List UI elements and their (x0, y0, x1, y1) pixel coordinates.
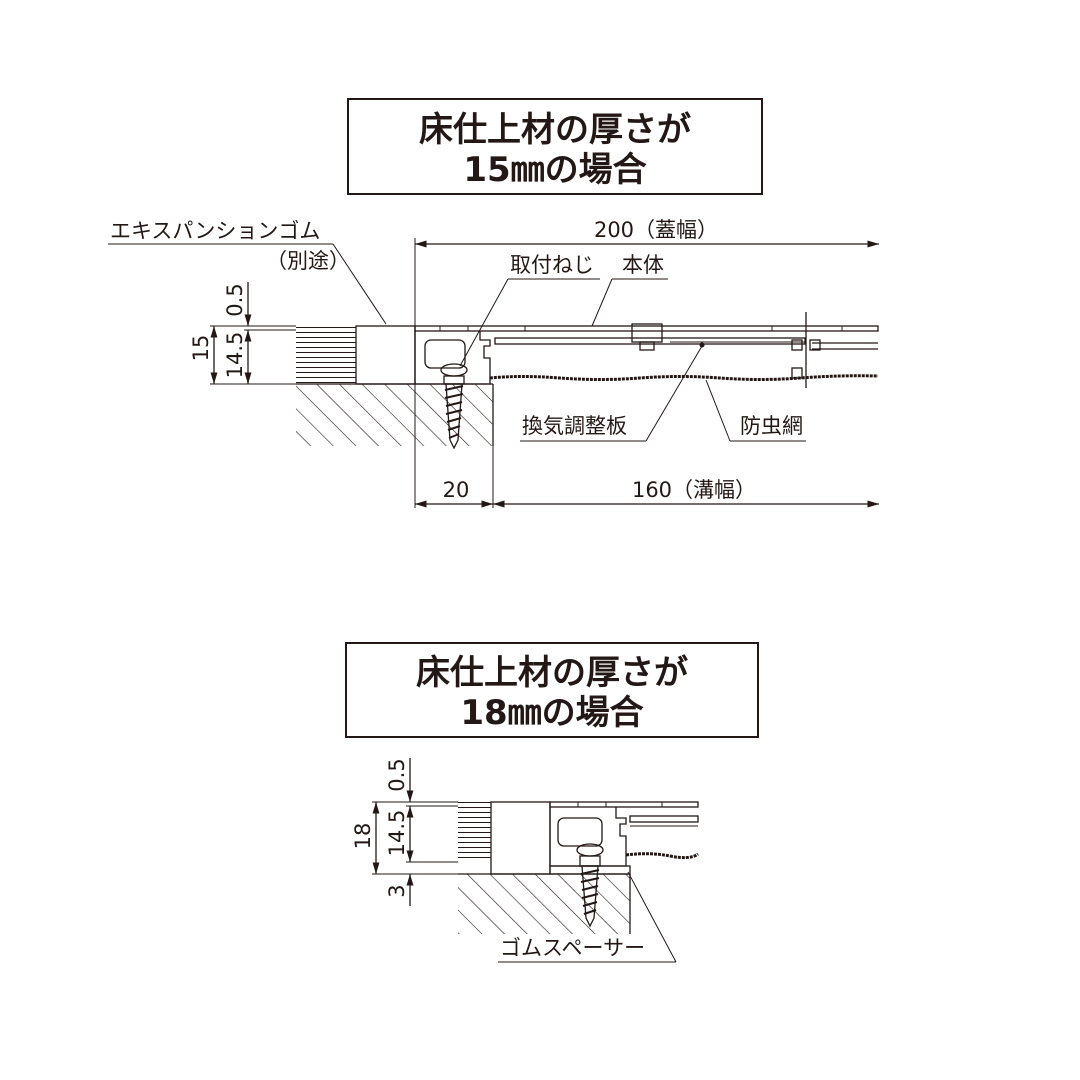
leader-rubber-spacer (627, 871, 677, 963)
floor-finish-top (296, 326, 356, 384)
title-box-bottom (345, 642, 759, 738)
expansion-rubber-top (355, 325, 416, 385)
leader-expansion-rubber (332, 243, 387, 325)
leader-screw (459, 278, 509, 367)
body-profile-bottom (549, 801, 699, 867)
label-expansion-rubber: エキスパンションゴム (110, 219, 320, 243)
title-bottom-line1: 床仕上材の厚さが (416, 653, 688, 693)
label-rubber-spacer: ゴムスペーサー (500, 936, 645, 960)
dim-top-gap: 0.5 (223, 283, 247, 316)
title-top-line2: 15㎜の場合 (463, 150, 646, 190)
label-body: 本体 (622, 253, 664, 277)
insect-net-bottom (625, 852, 699, 860)
diagram-bottom: 床仕上材の厚さが 18㎜の場合 0.5 14.5 18 3 (345, 642, 759, 963)
dim-groove-width: 160（溝幅） (632, 478, 756, 502)
screw-bottom (576, 843, 604, 928)
dim-bottom-spacer: 3 (385, 884, 409, 897)
title-box-top (347, 98, 763, 195)
label-vent-plate: 換気調整板 (522, 414, 627, 438)
diagram-top: 床仕上材の厚さが 15㎜の場合 200（蓋幅） エキスパンションゴム （別途） … (108, 98, 879, 508)
dim-top-main: 14.5 (223, 332, 247, 379)
dim-flange: 20 (443, 478, 470, 502)
label-expansion-rubber-note: （別途） (266, 249, 350, 273)
dim-top-total: 15 (189, 335, 213, 362)
dim-bottom-gap: 0.5 (385, 758, 409, 791)
dim-bottom-total: 18 (351, 823, 375, 850)
slab-top (296, 384, 493, 446)
floor-finish-bottom (458, 802, 491, 862)
leader-vent-plate (645, 345, 703, 442)
label-insect-net: 防虫網 (740, 414, 803, 438)
title-bottom-line2: 18㎜の場合 (460, 693, 643, 733)
dim-bottom-main: 14.5 (385, 810, 409, 857)
leader-insect-net (705, 379, 731, 442)
screw-top (440, 363, 468, 450)
leader-body (591, 278, 613, 327)
expansion-rubber-bottom (490, 801, 551, 875)
label-screw: 取付ねじ (510, 253, 594, 277)
slab-bottom (458, 874, 630, 934)
insect-net-top (489, 374, 879, 381)
title-top-line1: 床仕上材の厚さが (419, 110, 691, 150)
dim-cover-width: 200（蓋幅） (594, 218, 718, 242)
